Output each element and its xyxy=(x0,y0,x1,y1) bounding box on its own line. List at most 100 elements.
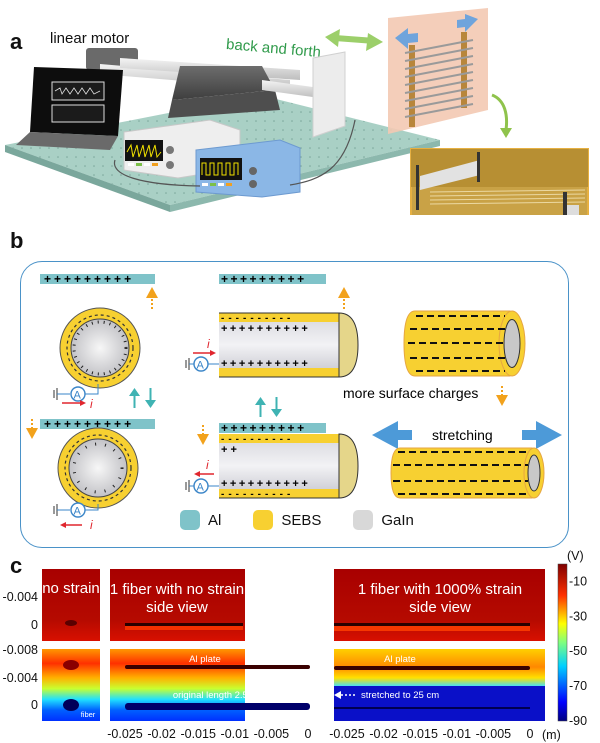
orange-up-arrow-icon xyxy=(146,287,158,310)
xticks-right-tick-5: 0 xyxy=(527,727,534,741)
fiber-cross-section-top xyxy=(59,307,141,389)
legend-swatch-gain xyxy=(353,510,374,530)
legend-swatch-sebs xyxy=(253,510,274,530)
back-forth-arrow-icon xyxy=(325,29,383,51)
svg-text:++++++++++: ++++++++++ xyxy=(221,478,310,490)
photo-inset xyxy=(410,148,589,215)
heatmap-bottom-strain-blue xyxy=(334,686,545,721)
stretching-arrow-left-icon xyxy=(372,421,412,449)
svg-text:+ +: + + xyxy=(221,444,237,456)
x-unit-label: (m) xyxy=(542,728,561,742)
y-axis-bottom: -0.008 -0.004 0 xyxy=(3,643,39,712)
colorbar-tick-4: -90 xyxy=(569,714,587,728)
label-al-plate-right: Al plate xyxy=(384,654,416,665)
orange-down-arrow-middle-icon xyxy=(197,425,209,445)
svg-text:----------: ---------- xyxy=(221,489,294,500)
orange-up-arrow-middle-icon xyxy=(338,287,350,310)
legend-swatch-al xyxy=(180,510,200,530)
colorbar-tick-2: -50 xyxy=(569,644,587,658)
signal-instrument-blue xyxy=(195,139,301,198)
panel-a-illustration xyxy=(5,8,589,215)
svg-text:----------: ---------- xyxy=(221,313,294,324)
cable xyxy=(113,119,356,187)
stretching-arrow-right-icon xyxy=(522,421,562,449)
orange-down-arrow-icon xyxy=(26,419,38,439)
al-plate-top-middle: +++++++++ xyxy=(219,272,326,286)
svg-text:++++++++++: ++++++++++ xyxy=(221,323,310,335)
svg-text:A: A xyxy=(74,390,82,402)
svg-text:A: A xyxy=(197,360,205,372)
stretch-arrow-icon xyxy=(395,14,478,49)
heatmap-top-crosssection xyxy=(42,569,100,641)
teal-updown-arrows-left-icon xyxy=(129,388,156,408)
label-stretching: stretching xyxy=(432,427,493,443)
label-linear-motor: linear motor xyxy=(50,30,130,47)
y-tick-bottom-1: -0.004 xyxy=(3,671,38,685)
colorbar-tick-3: -70 xyxy=(569,679,587,693)
panel-a-letter: a xyxy=(10,29,23,54)
fiber-side-view-bottom: +++++++++ ---------- + + ++++++++++ ----… xyxy=(219,421,359,500)
svg-text:i: i xyxy=(90,518,93,532)
legend-label-sebs: SEBS xyxy=(281,511,322,529)
tube-stretched xyxy=(390,447,545,499)
stretch-frame xyxy=(388,8,488,134)
ammeter-circuit-bottom-left: A i xyxy=(53,502,99,532)
linear-motor xyxy=(86,48,320,118)
fiber-mark-top xyxy=(65,620,77,626)
tube-unstretched xyxy=(403,310,526,377)
plate-mark-bottom-crosssection xyxy=(63,660,79,670)
plate-line-bottom-nostrain xyxy=(125,665,310,669)
title-mid-line1: 1 fiber with no strain xyxy=(110,581,244,598)
fiber-line-bottom-nostrain xyxy=(125,703,310,710)
curved-arrow-icon xyxy=(491,93,509,131)
plate-line-top-strain xyxy=(334,623,530,626)
xticks-right-tick-3: -0.01 xyxy=(443,727,472,741)
xticks-mid-tick-5: 0 xyxy=(305,727,312,741)
xticks-right-tick-0: -0.025 xyxy=(329,727,364,741)
xticks-mid-tick-4: -0.005 xyxy=(254,727,289,741)
svg-text:+++++++++: +++++++++ xyxy=(44,272,134,286)
panel-b-frame xyxy=(20,261,569,548)
heatmap-bottom-nostrain xyxy=(110,649,245,721)
label-al-plate-mid: Al plate xyxy=(189,654,221,665)
fiber-side-view-top: ---------- ++++++++++ ++++++++++ xyxy=(219,312,359,378)
x-axis-mid: -0.025 -0.02 -0.015 -0.01 -0.005 0 xyxy=(107,727,311,741)
xticks-mid-tick-0: -0.025 xyxy=(107,727,142,741)
colorbar-unit: (V) xyxy=(567,550,584,563)
panel-b-diagram: +++++++++ A i +++++++++ xyxy=(26,272,562,532)
panel-c-letter: c xyxy=(10,553,23,578)
title-mid-line2: side view xyxy=(146,599,208,616)
svg-text:A: A xyxy=(74,506,82,518)
panel-b-letter: b xyxy=(10,228,24,253)
svg-text:i: i xyxy=(90,397,93,411)
legend-label-al: Al xyxy=(208,511,222,529)
plate-glow-top-strain xyxy=(334,626,530,631)
title-right-line1: 1 fiber with 1000% strain xyxy=(358,581,522,598)
label-stretched: stretched to 25 cm xyxy=(361,690,439,701)
title-right-line2: side view xyxy=(409,599,471,616)
xticks-right-tick-2: -0.015 xyxy=(402,727,437,741)
xticks-mid-tick-2: -0.015 xyxy=(180,727,215,741)
stretched-arrow-icon xyxy=(334,691,355,699)
label-more-surface-charges: more surface charges xyxy=(343,385,478,401)
svg-text:+++++++++: +++++++++ xyxy=(44,417,134,431)
al-plate-top-left: +++++++++ xyxy=(40,272,155,286)
panel-c-heatmaps: no strain 1 fiber with no strain side vi… xyxy=(3,550,588,742)
ammeter-circuit-top-middle: A i xyxy=(185,337,219,372)
pusher-plate xyxy=(312,51,346,138)
legend-label-gain: GaIn xyxy=(381,511,414,529)
xticks-right-tick-1: -0.02 xyxy=(369,727,398,741)
fiber-cross-section-bottom xyxy=(57,427,139,509)
y-tick-bottom-0: -0.008 xyxy=(3,643,38,657)
xticks-mid-tick-3: -0.01 xyxy=(221,727,250,741)
colorbar-tick-1: -30 xyxy=(569,609,587,623)
xticks-mid-tick-1: -0.02 xyxy=(147,727,176,741)
ammeter-circuit-top-left: A i xyxy=(53,384,99,411)
svg-text:i: i xyxy=(206,458,209,472)
svg-text:++++++++++: ++++++++++ xyxy=(221,358,310,370)
y-tick-top-0: -0.004 xyxy=(3,590,38,604)
svg-text:+++++++++: +++++++++ xyxy=(221,421,307,435)
plate-line-bottom-strain xyxy=(334,666,530,670)
svg-text:+++++++++: +++++++++ xyxy=(221,272,307,286)
